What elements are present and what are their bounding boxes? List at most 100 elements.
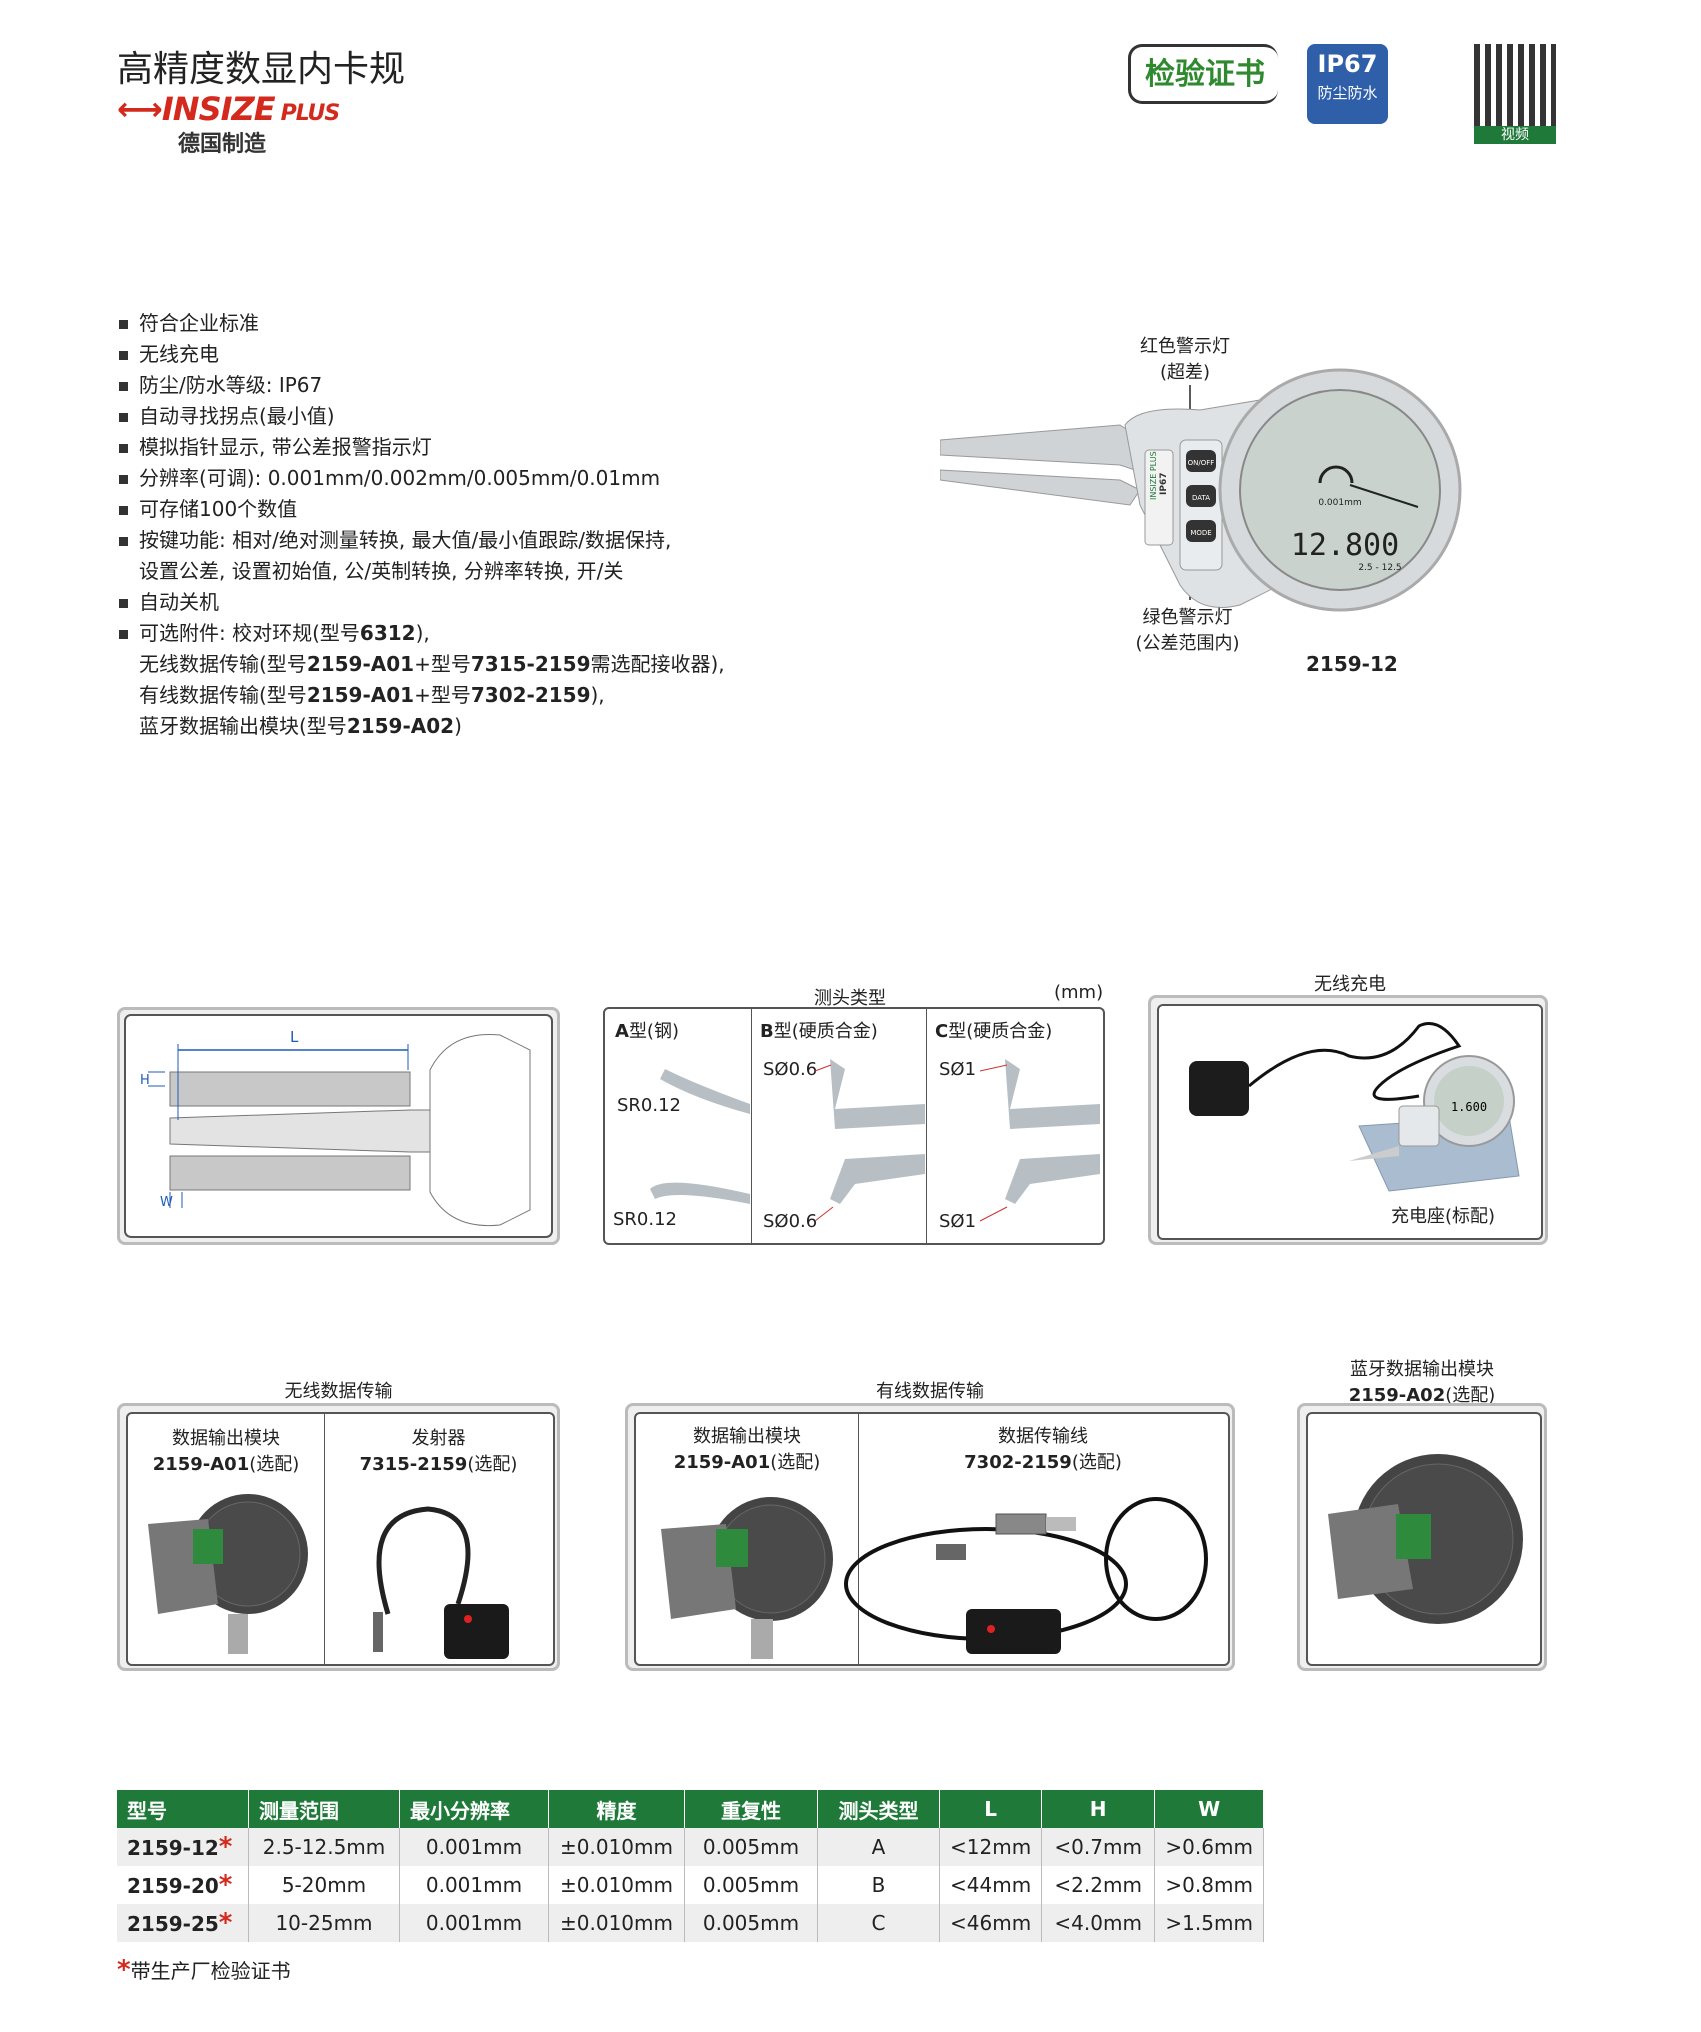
brand-suffix: PLUS [280, 101, 341, 126]
cell-W: >0.6mm [1154, 1828, 1265, 1866]
display-value: 12.800 [1291, 528, 1399, 563]
cell-H: <2.2mm [1041, 1866, 1156, 1904]
wired-title: 有线数据传输 [876, 1381, 984, 1402]
red-light-label: 红色警示灯 [1140, 336, 1230, 357]
feature-list: 符合企业标准 无线充电 防尘/防水等级: IP67 自动寻找拐点(最小值) 模拟… [117, 308, 725, 742]
feature-item: 防尘/防水等级: IP67 [117, 370, 725, 401]
cell-repeatability: 0.005mm [684, 1866, 818, 1904]
certificate-badge: 检验证书 [1128, 44, 1278, 104]
wired-module-caption: 数据输出模块 2159-A01(选配) [636, 1422, 858, 1474]
probe-a-sub: 型(钢) [628, 1021, 679, 1042]
probe-a-top-radius: SR0.12 [617, 1095, 682, 1116]
wireless-tx-caption: 发射器 7315-2159(选配) [324, 1424, 553, 1476]
probe-b-title: B型(硬质合金) [760, 1017, 878, 1043]
wired-module-label: 数据输出模块 [693, 1426, 801, 1447]
cell-model: 2159-20* [117, 1866, 249, 1904]
cell-resolution: 0.001mm [399, 1828, 549, 1866]
feature-text: ), [415, 621, 430, 645]
wired-divider [858, 1414, 859, 1664]
feature-item-continued: 无线数据传输(型号2159-A01+型号7315-2159需选配接收器), [117, 649, 725, 680]
feature-item: 按键功能: 相对/绝对测量转换, 最大值/最小值跟踪/数据保持, [117, 525, 725, 556]
feature-model: 6312 [359, 621, 416, 645]
probe-a-bottom-radius: SR0.12 [613, 1209, 678, 1230]
cell-range: 10-25mm [248, 1904, 400, 1942]
star-icon: * [218, 1832, 233, 1862]
ip67-badge-sub: 防尘防水 [1317, 84, 1378, 102]
cell-probe-type: B [817, 1866, 940, 1904]
bluetooth-title: 蓝牙数据输出模块 [1350, 1359, 1494, 1380]
cell-range: 5-20mm [248, 1866, 400, 1904]
feature-item: 可存储100个数值 [117, 494, 725, 525]
table-row: 2159-12* 2.5-12.5mm 0.001mm ±0.010mm 0.0… [117, 1828, 1265, 1866]
charging-dial-value: 1.600 [1451, 1100, 1487, 1114]
cell-resolution: 0.001mm [399, 1866, 549, 1904]
cell-repeatability: 0.005mm [684, 1828, 818, 1866]
wired-module-opt: (选配) [770, 1452, 821, 1473]
col-header-range: 测量范围 [248, 1790, 400, 1828]
feature-text: +型号 [414, 683, 471, 707]
col-header-resolution: 最小分辨率 [399, 1790, 549, 1828]
cell-resolution: 0.001mm [399, 1904, 549, 1942]
qr-code-icon[interactable] [1474, 44, 1556, 126]
feature-item: 符合企业标准 [117, 308, 725, 339]
probe-divider [926, 1009, 927, 1243]
brand-name: INSIZE [161, 90, 276, 128]
wireless-module-caption: 数据输出模块 2159-A01(选配) [128, 1424, 324, 1476]
made-in-label: 德国制造 [178, 132, 267, 157]
feature-item: 自动寻找拐点(最小值) [117, 401, 725, 432]
footnote-star-icon: * [117, 1955, 131, 1985]
col-header-accuracy: 精度 [548, 1790, 685, 1828]
wireless-tx-opt: (选配) [467, 1454, 518, 1475]
dim-H: H [140, 1073, 150, 1088]
wireless-panel: 数据输出模块 2159-A01(选配) 发射器 7315-2159(选配) [117, 1403, 560, 1671]
wired-cable-opt: (选配) [1071, 1452, 1122, 1473]
probe-b-top-radius: SØ0.6 [763, 1059, 818, 1080]
charging-image: 1.600 [1189, 1022, 1520, 1192]
data-button[interactable] [1186, 485, 1216, 507]
feature-text: 蓝牙数据输出模块(型号 [139, 714, 347, 738]
col-header-L: L [939, 1790, 1043, 1828]
cell-W: >0.8mm [1154, 1866, 1265, 1904]
wireless-module-model: 2159-A01 [152, 1454, 250, 1475]
probe-b-sub: 型(硬质合金) [773, 1021, 878, 1042]
ip67-badge: IP67 防尘防水 [1307, 44, 1388, 124]
caliper-product-image: INSIZE PLUS IP67 ON/OFF DATA MODE 0.001m… [940, 368, 1462, 612]
brand-arrow-icon: ⟷ [117, 90, 163, 128]
feature-model: 7315-2159 [470, 652, 591, 676]
green-light-callout: 绿色警示灯 (公差范围内) [1110, 603, 1265, 655]
page-title: 高精度数显内卡规 [117, 49, 406, 90]
model-number: 2159-25 [127, 1912, 219, 1936]
bluetooth-panel-inner [1306, 1412, 1542, 1666]
model-number: 2159-20 [127, 1874, 219, 1898]
feature-text: ), [590, 683, 605, 707]
probe-a-title: A型(钢) [615, 1017, 679, 1043]
feature-text: 需选配接收器), [590, 652, 725, 676]
cell-model: 2159-12* [117, 1828, 249, 1866]
on-off-button[interactable] [1186, 450, 1216, 472]
dimension-diagram-panel: L H W [117, 1007, 560, 1245]
dimension-diagram: L H W [124, 1014, 553, 1238]
bluetooth-opt: (选配) [1445, 1385, 1496, 1406]
cell-W: >1.5mm [1154, 1904, 1265, 1942]
feature-text: 可选附件: 校对环规(型号 [139, 621, 360, 645]
feature-item: 分辨率(可调): 0.001mm/0.002mm/0.005mm/0.01mm [117, 463, 725, 494]
ip67-badge-main: IP67 [1317, 50, 1378, 78]
wired-panel-inner: 数据输出模块 2159-A01(选配) 数据传输线 7302-2159(选配) [634, 1412, 1230, 1666]
probe-types-unit: (mm) [1054, 982, 1104, 1003]
dim-L: L [290, 1028, 299, 1046]
wired-cable-label: 数据传输线 [998, 1426, 1088, 1447]
col-header-repeatability: 重复性 [684, 1790, 818, 1828]
cell-H: <4.0mm [1041, 1904, 1156, 1942]
mode-button-label: MODE [1190, 529, 1211, 537]
cell-accuracy: ±0.010mm [548, 1904, 685, 1942]
probe-c-sub: 型(硬质合金) [948, 1021, 1053, 1042]
wireless-divider [324, 1414, 325, 1664]
green-light-label: 绿色警示灯 [1142, 607, 1233, 628]
mode-button[interactable] [1186, 520, 1216, 542]
star-icon: * [218, 1908, 233, 1938]
cell-L: <12mm [939, 1828, 1043, 1866]
feature-item: 模拟指针显示, 带公差报警指示灯 [117, 432, 725, 463]
cell-H: <0.7mm [1041, 1828, 1156, 1866]
bluetooth-caption: 蓝牙数据输出模块 2159-A02(选配) [1297, 1355, 1547, 1407]
